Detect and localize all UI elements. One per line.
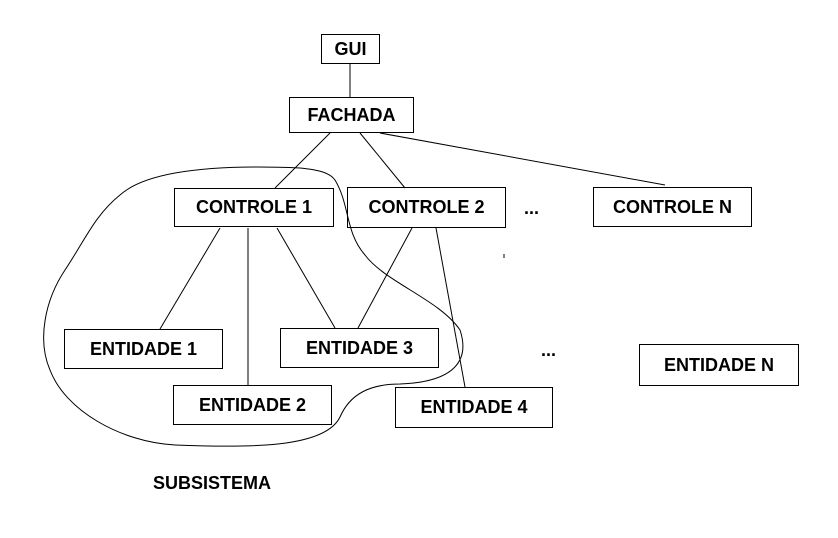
entidade3-box: ENTIDADE 3 [280, 328, 439, 368]
entidade2-label: ENTIDADE 2 [198, 394, 306, 415]
entidade3-label: ENTIDADE 3 [305, 337, 413, 358]
controle1-label: CONTROLE 1 [195, 197, 312, 217]
entidade4-box: ENTIDADE 4 [395, 387, 553, 428]
controle1-box: CONTROLE 1 [174, 188, 334, 227]
entidades-ellipsis: ... [541, 340, 557, 360]
controles-ellipsis: ... [524, 198, 540, 218]
edge-fachada-controle2 [359, 132, 406, 189]
entidadeN-label: ENTIDADE N [663, 354, 774, 375]
edge-fachada-controle1 [274, 132, 331, 189]
fachada-box: FACHADA [289, 97, 414, 133]
edge-controle2-entidade3 [357, 227, 413, 329]
entidade1-box: ENTIDADE 1 [64, 329, 223, 369]
controleN-box: CONTROLE N [593, 187, 752, 227]
edge-controle1-entidade3 [276, 227, 336, 329]
controle2-label: CONTROLE 2 [368, 197, 485, 217]
edge-controle1-entidade1 [159, 227, 221, 330]
gui-label: GUI [334, 38, 367, 59]
subsystem-outline [43, 166, 464, 447]
controle2-box: CONTROLE 2 [347, 187, 506, 228]
entidade4-label: ENTIDADE 4 [420, 397, 528, 417]
subsystem-label: SUBSISTEMA [153, 473, 272, 493]
controleN-label: CONTROLE N [613, 196, 732, 217]
entidadeN-box: ENTIDADE N [639, 344, 799, 386]
edge-fachada-controleN [379, 132, 666, 186]
fachada-label: FACHADA [307, 104, 396, 125]
entidade1-label: ENTIDADE 1 [89, 338, 197, 359]
edge-controle2-entidade4 [435, 227, 466, 388]
gui-box: GUI [321, 34, 380, 64]
entidade2-box: ENTIDADE 2 [173, 385, 332, 425]
